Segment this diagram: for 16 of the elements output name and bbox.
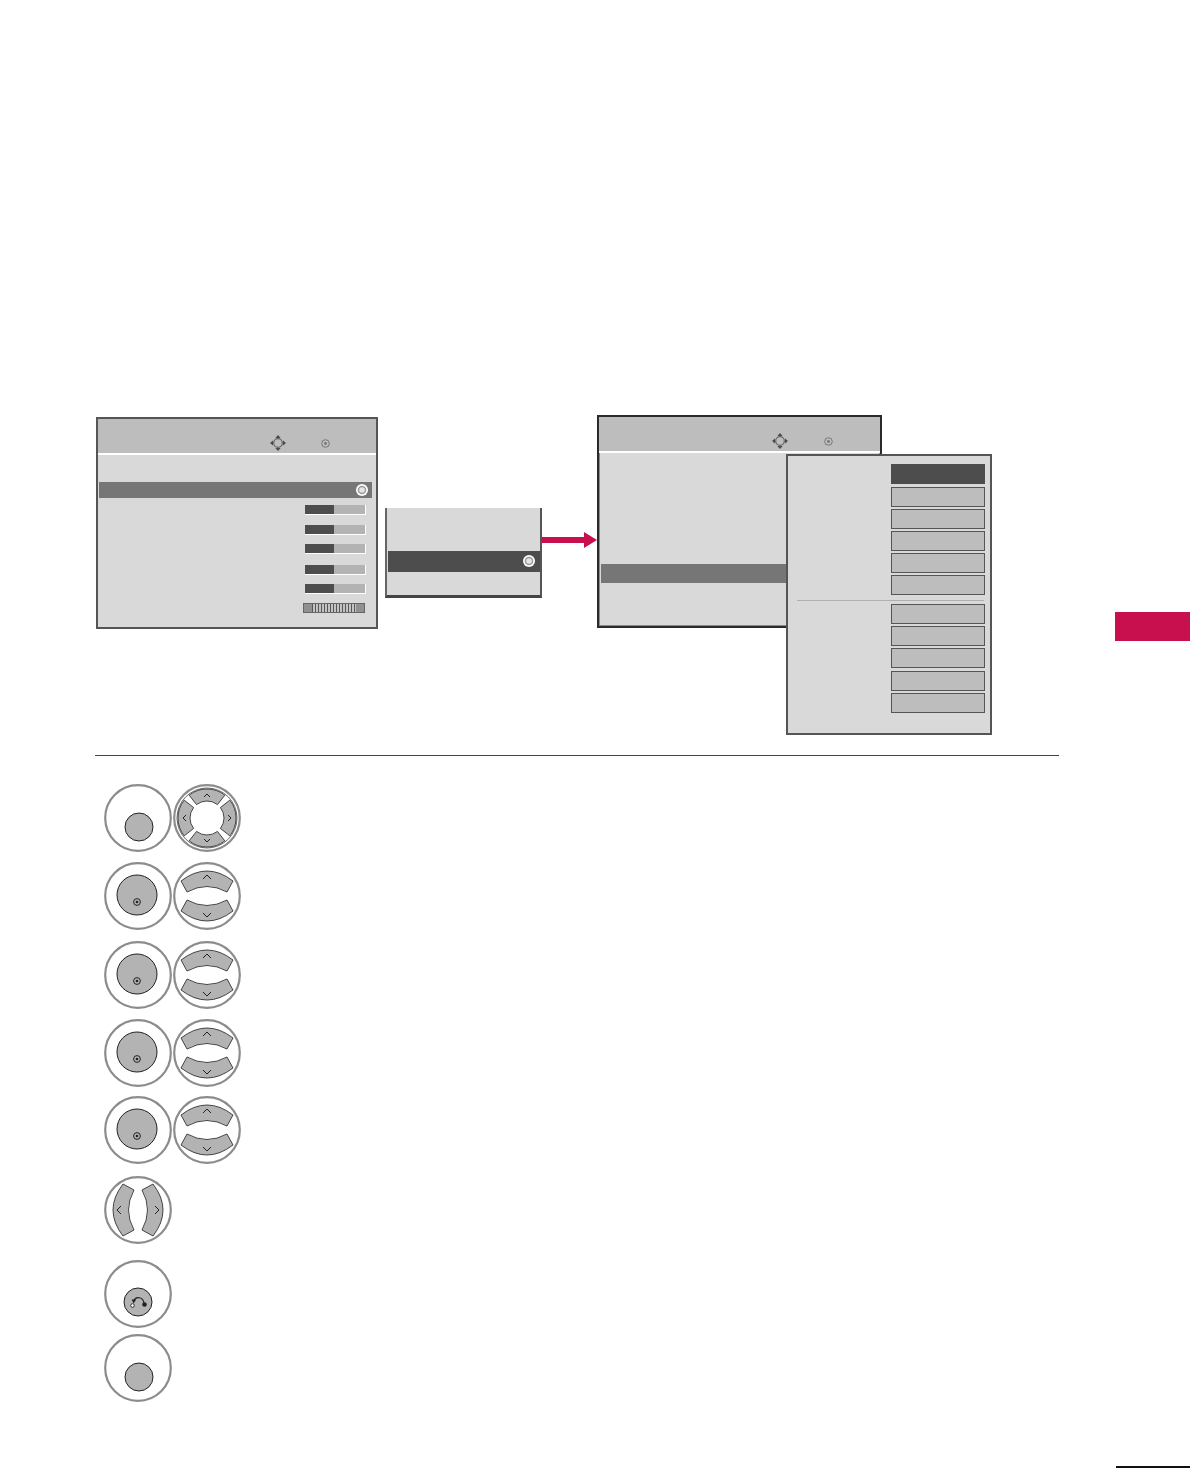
arrow [542, 532, 597, 548]
section-tab [1115, 612, 1190, 641]
popup-menu [385, 508, 542, 598]
menu-screen [96, 417, 378, 629]
option-bar [891, 575, 985, 595]
option-bar [891, 531, 985, 551]
option-bar [891, 604, 985, 624]
dropdown-menu [786, 454, 992, 735]
option-bar [891, 509, 985, 529]
option-bar [891, 693, 985, 713]
option-bar [891, 553, 985, 573]
option-bar [891, 671, 985, 691]
selected-option-bar [891, 464, 985, 484]
option-bar [891, 626, 985, 646]
option-bar [891, 487, 985, 507]
option-bar [891, 648, 985, 668]
